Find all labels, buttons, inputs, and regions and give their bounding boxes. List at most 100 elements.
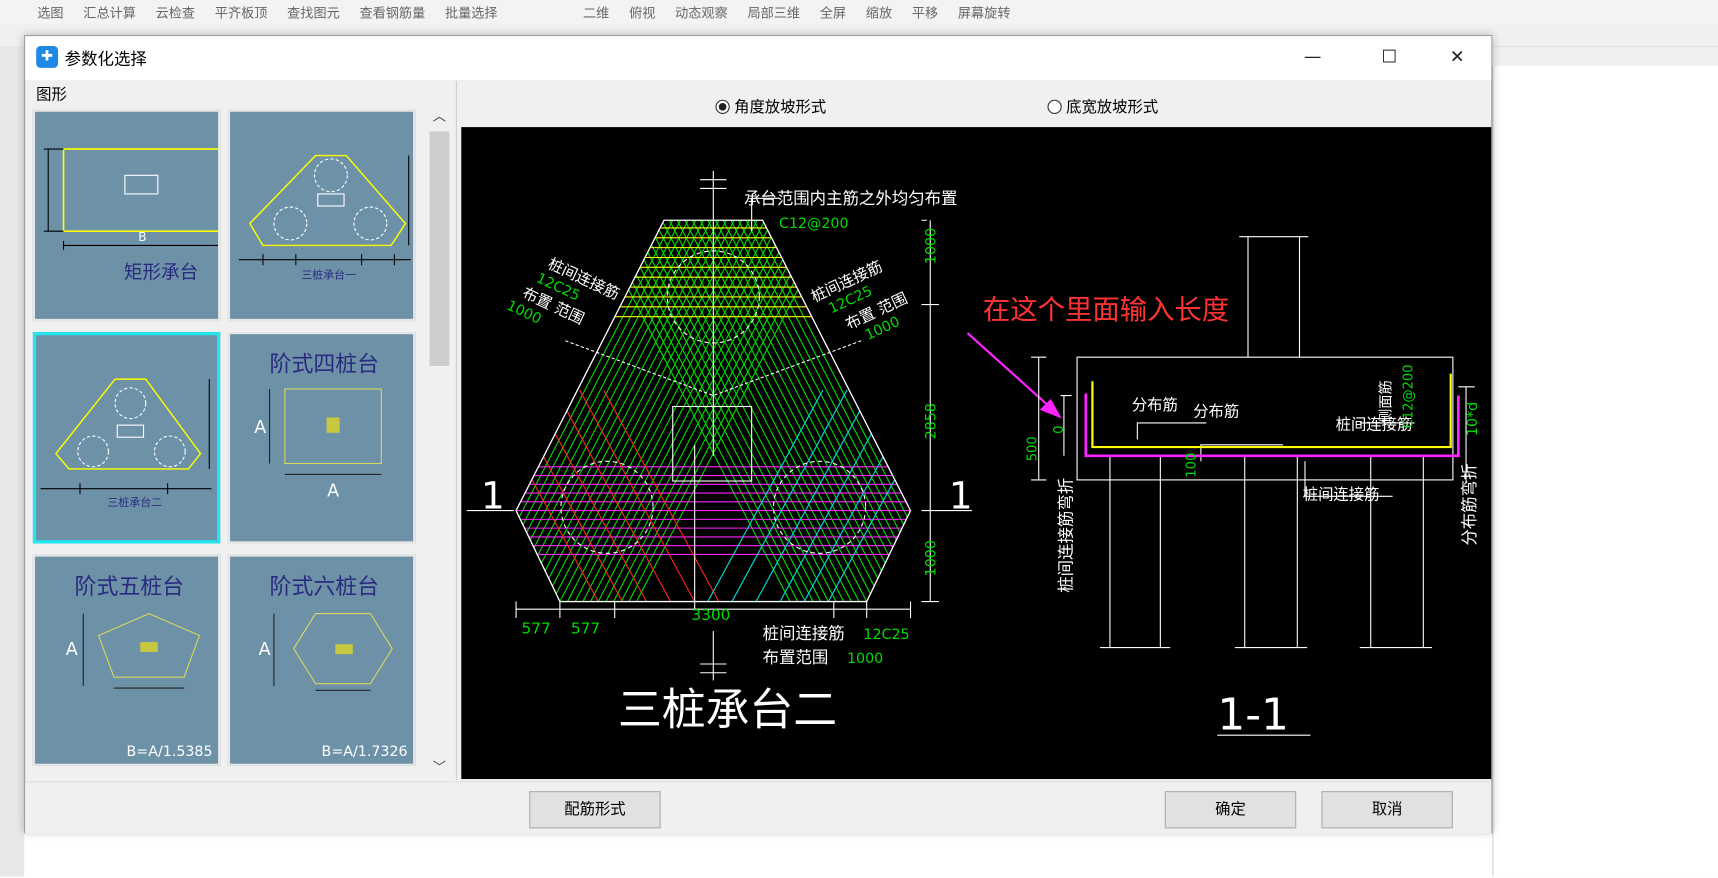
green-rebar-line bbox=[605, 220, 804, 602]
red-rebar-line bbox=[579, 389, 696, 602]
green-rebar-line bbox=[661, 220, 860, 602]
green-rebar-line bbox=[620, 220, 819, 602]
background-drawing-area bbox=[1492, 65, 1718, 877]
svg-text:A: A bbox=[254, 418, 266, 438]
background-toolbar-item: 缩放 bbox=[865, 4, 893, 21]
cad-preview: 1 1 承台范围内主筋之外均匀布置 C12@200 桩间连接筋 12C25 布置… bbox=[461, 127, 1492, 780]
radio-width-slope[interactable]: 底宽放坡形式 bbox=[1047, 95, 1158, 117]
sec-left-vertical-label: 桩间连接筋弯折 bbox=[1057, 478, 1076, 593]
sec-dim-height: 500 bbox=[1026, 436, 1041, 461]
stepped-five-pile-icon: 阶式五桩台 A B=A/1.5385 bbox=[66, 575, 213, 760]
thumbnail-three-pile-cap-1[interactable]: 三桩承台一 bbox=[227, 109, 416, 322]
svg-text:三桩承台一: 三桩承台一 bbox=[301, 267, 356, 281]
bottom-rebar: 12C25 bbox=[863, 627, 909, 643]
green-rebar-line bbox=[715, 220, 911, 602]
background-toolbar: 选图汇总计算云检查平齐板顶查找图元查看钢筋量批量选择二维俯视动态观察局部三维全屏… bbox=[0, 0, 1718, 25]
green-rebar-line bbox=[722, 220, 911, 602]
cad-drawing: 1 1 承台范围内主筋之外均匀布置 C12@200 桩间连接筋 12C25 布置… bbox=[466, 170, 1481, 741]
green-rebar-line bbox=[607, 220, 806, 602]
thumbnail-stepped-four-pile[interactable]: 阶式四桩台 A A bbox=[227, 331, 416, 544]
maximize-button[interactable]: ☐ bbox=[1381, 46, 1398, 67]
column-rect bbox=[672, 405, 753, 482]
sec-link-bottom-label: 桩间连接筋 bbox=[1303, 486, 1380, 504]
svg-text:阶式六桩台: 阶式六桩台 bbox=[270, 575, 380, 600]
shape-scrollbar[interactable]: ︿ ﹀ bbox=[426, 105, 453, 778]
svg-text:矩形承台: 矩形承台 bbox=[124, 262, 198, 283]
green-rebar-line bbox=[638, 220, 837, 602]
cyan-rebar-line bbox=[755, 389, 872, 602]
cyan-rebar-line bbox=[827, 389, 911, 602]
thumbnail-rect-cap[interactable]: B 矩形承台 bbox=[32, 109, 221, 322]
stepped-six-pile-icon: 阶式六桩台 A B=A/1.7326 bbox=[259, 575, 408, 760]
radio-unchecked-icon[interactable] bbox=[1047, 99, 1062, 114]
dim-x2: 577 bbox=[571, 619, 600, 637]
red-rebar-line bbox=[555, 389, 672, 602]
three-pile-cap-2-icon: 三桩承台二 bbox=[40, 378, 212, 509]
background-toolbar-item: 查看钢筋量 bbox=[359, 4, 426, 21]
thumbnail-stepped-five-pile[interactable]: 阶式五桩台 A B=A/1.5385 bbox=[32, 554, 221, 766]
dimension-lines bbox=[466, 170, 972, 681]
slope-form-options: 角度放坡形式 底宽放坡形式 bbox=[460, 81, 1463, 125]
cyan-rebar-line bbox=[803, 389, 911, 602]
ok-button[interactable]: 确定 bbox=[1164, 791, 1297, 829]
parametric-select-dialog: ✚ 参数化选择 — ☐ ✕ 图形 B 矩形承台 bbox=[24, 35, 1493, 834]
green-rebar-line bbox=[597, 220, 796, 602]
green-rebar-line bbox=[645, 220, 845, 602]
scroll-down-icon[interactable]: ﹀ bbox=[432, 759, 446, 775]
thumbnail-three-pile-cap-2[interactable]: 三桩承台二 bbox=[32, 331, 221, 544]
green-rebar-line bbox=[599, 220, 799, 602]
background-toolbar-item: 平移 bbox=[911, 4, 939, 21]
three-pile-cap-1-icon: 三桩承台一 bbox=[238, 154, 411, 281]
scrollbar-thumb[interactable] bbox=[429, 131, 450, 366]
scroll-up-icon[interactable]: ︿ bbox=[432, 108, 446, 124]
rebar-hatching bbox=[516, 220, 911, 602]
sec-dist-label-2: 分布筋 bbox=[1193, 402, 1239, 420]
svg-text:阶式四桩台: 阶式四桩台 bbox=[270, 352, 380, 377]
cyan-rebar-line bbox=[707, 389, 824, 602]
green-rebar-line bbox=[699, 220, 898, 602]
app-icon: ✚ bbox=[36, 46, 59, 68]
svg-text:A: A bbox=[66, 640, 78, 660]
shape-panel: 图形 B 矩形承台 bbox=[25, 81, 457, 781]
minimize-button[interactable]: — bbox=[1303, 46, 1322, 67]
bottom-rebar-line bbox=[1084, 393, 1460, 458]
green-rebar-line bbox=[528, 220, 727, 602]
svg-text:A: A bbox=[259, 640, 271, 660]
top-rebar-line bbox=[1091, 373, 1452, 449]
top-rebar: C12@200 bbox=[779, 216, 848, 232]
close-button[interactable]: ✕ bbox=[1449, 46, 1465, 67]
green-rebar-line bbox=[516, 220, 712, 602]
dialog-footer: 配筋形式 确定 取消 bbox=[25, 781, 1492, 834]
section-outline bbox=[1031, 236, 1475, 736]
cancel-button[interactable]: 取消 bbox=[1321, 791, 1453, 829]
sec-link-label: 桩间连接筋 bbox=[1336, 416, 1413, 434]
green-rebar-line bbox=[730, 220, 911, 602]
green-rebar-line bbox=[516, 220, 697, 602]
dim-x1: 577 bbox=[522, 619, 551, 637]
sec-right-dim: 10*d bbox=[1465, 402, 1481, 436]
svg-text:阶式五桩台: 阶式五桩台 bbox=[75, 575, 185, 600]
background-toolbar-item: 批量选择 bbox=[444, 4, 498, 21]
green-rebar-line bbox=[622, 220, 822, 602]
green-rebar-line bbox=[613, 220, 812, 602]
background-toolbar-item: 屏幕旋转 bbox=[957, 4, 1011, 21]
bottom-rebar-label: 桩间连接筋 bbox=[763, 624, 845, 643]
green-rebar-line bbox=[753, 220, 911, 602]
green-rebar-line bbox=[707, 220, 906, 602]
green-rebar-line bbox=[574, 220, 773, 602]
radio-angle-slope[interactable]: 角度放坡形式 bbox=[715, 95, 826, 117]
rebar-form-button[interactable]: 配筋形式 bbox=[529, 791, 661, 829]
section-title: 1-1 bbox=[1217, 690, 1289, 741]
background-toolbar-item: 云检查 bbox=[155, 4, 196, 21]
dim-y3: 1000 bbox=[924, 228, 940, 264]
dialog-title: 参数化选择 bbox=[64, 49, 147, 70]
green-rebar-line bbox=[653, 220, 852, 602]
thumbnail-stepped-six-pile[interactable]: 阶式六桩台 A B=A/1.7326 bbox=[227, 554, 416, 766]
green-rebar-line bbox=[676, 220, 875, 602]
background-toolbar-item: 局部三维 bbox=[747, 4, 801, 21]
background-toolbar-item: 二维 bbox=[583, 4, 610, 21]
radio-checked-icon[interactable] bbox=[715, 99, 730, 114]
background-toolbar-item: 全屏 bbox=[819, 4, 847, 21]
title-bar[interactable]: ✚ 参数化选择 — ☐ ✕ bbox=[25, 36, 1492, 80]
sec-dim-cover: 100 bbox=[1184, 453, 1199, 478]
